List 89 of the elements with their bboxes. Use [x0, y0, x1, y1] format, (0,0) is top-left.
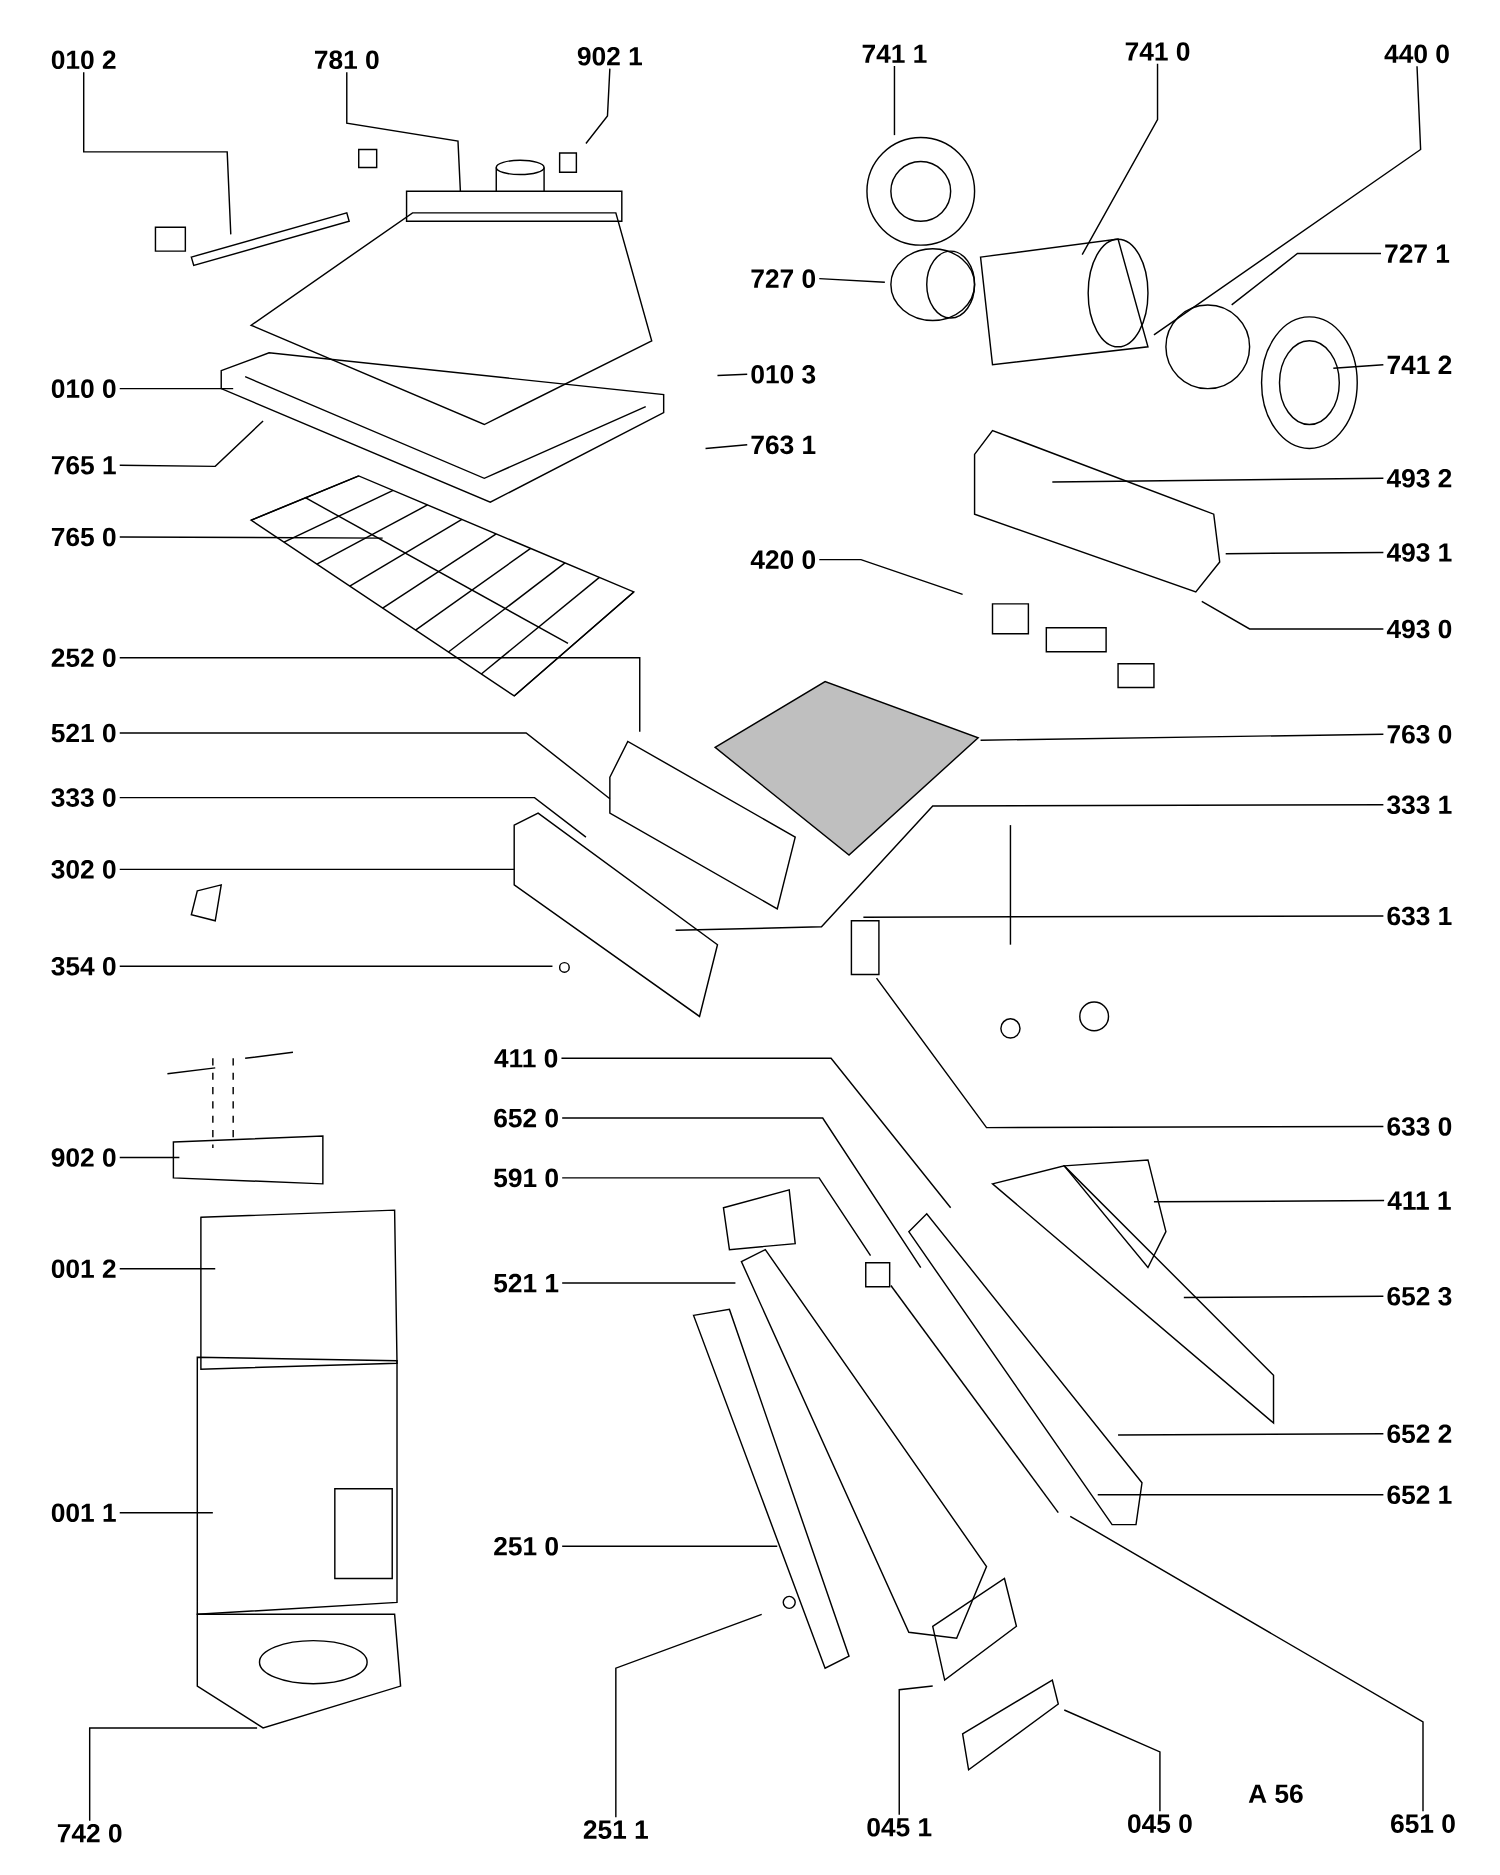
callout-number: 763 1: [751, 435, 816, 455]
leader-line: [119, 657, 641, 733]
leader-line: [561, 1177, 872, 1257]
leader-line: [705, 444, 749, 450]
callout-number: 251 1: [584, 1820, 649, 1839]
callout-number: 652 0: [494, 1108, 559, 1128]
callout-number: 781 0: [315, 50, 379, 70]
drawing-code: A 56: [1249, 1784, 1303, 1803]
leader-line: [119, 1268, 217, 1270]
callout-number: 902 0: [51, 1148, 116, 1167]
callout-number: 727 0: [751, 269, 816, 288]
callout-number: 302 0: [51, 860, 116, 879]
leader-line: [83, 71, 232, 236]
callout-number: 633 0: [1387, 1117, 1452, 1136]
leader-line: [862, 915, 1385, 918]
leader-line: [1063, 1709, 1161, 1812]
leader-line: [615, 1613, 763, 1818]
callout-number: 010 2: [52, 50, 116, 70]
callout-number: 521 0: [51, 723, 116, 743]
leader-line: [1201, 600, 1385, 630]
leader-line: [119, 732, 611, 800]
leader-line: [585, 67, 611, 145]
callout-number: 902 1: [578, 46, 643, 66]
leader-line: [1051, 477, 1385, 483]
leader-line: [119, 796, 587, 838]
callout-number: 765 1: [52, 455, 117, 475]
leader-line: [1332, 364, 1385, 370]
callout-number: 521 1: [494, 1273, 559, 1293]
callout-number: 333 0: [51, 788, 116, 807]
leader-line: [560, 1057, 952, 1209]
leader-line: [1231, 252, 1382, 306]
callout-number: 252 0: [51, 648, 116, 667]
callout-number: 411 0: [494, 1049, 558, 1068]
leader-line: [1225, 551, 1385, 555]
callout-number: 493 1: [1387, 543, 1452, 562]
callout-number: 010 0: [52, 379, 116, 398]
leader-line: [717, 373, 749, 377]
leader-line: [818, 277, 886, 283]
leader-line: [1153, 1199, 1386, 1203]
leader-line: [119, 536, 384, 539]
leader-line: [1183, 1295, 1385, 1299]
leader-line: [561, 1545, 779, 1547]
callout-number: 333 1: [1387, 795, 1452, 815]
leader-line: [119, 1511, 214, 1514]
callout-number: 001 1: [52, 1503, 117, 1522]
callout-number: 652 1: [1387, 1485, 1452, 1505]
leader-line: [675, 804, 1385, 932]
leader-line: [119, 420, 265, 468]
callout-number: 651 0: [1391, 1814, 1456, 1833]
leader-line: [893, 65, 896, 136]
leader-line: [1069, 1515, 1424, 1812]
callout-number: 652 3: [1387, 1286, 1452, 1306]
callout-number: 765 0: [52, 527, 116, 547]
leader-line: [1117, 1433, 1385, 1436]
leader-line: [119, 1156, 181, 1159]
callout-number: 727 1: [1385, 244, 1450, 263]
callout-number: 420 0: [751, 550, 816, 569]
callout-number: 741 0: [1125, 42, 1190, 61]
callout-number: 045 0: [1128, 1814, 1192, 1833]
callout-number: 741 2: [1387, 355, 1452, 374]
leader-line: [980, 733, 1385, 741]
callout-number: 045 1: [867, 1817, 932, 1837]
leader-line: [89, 1727, 259, 1822]
callout-number: 010 3: [751, 365, 816, 384]
leader-line: [561, 1117, 922, 1269]
callout-number: 001 2: [52, 1259, 116, 1279]
callout-number: 493 0: [1387, 619, 1452, 639]
leader-line: [1081, 63, 1159, 256]
leader-line: [1097, 1494, 1385, 1496]
leader-line: [876, 977, 1385, 1129]
leader-line: [898, 1685, 934, 1816]
callout-number: 440 0: [1384, 44, 1450, 64]
leader-line: [346, 71, 462, 193]
callout-number: 763 0: [1387, 724, 1452, 744]
callout-number: 652 2: [1387, 1424, 1452, 1444]
leader-line: [119, 387, 235, 390]
callout-number: 633 1: [1387, 906, 1452, 926]
leader-line: [561, 1282, 737, 1284]
callout-number: 411 1: [1387, 1191, 1452, 1210]
callout-number: 251 0: [494, 1536, 559, 1556]
leader-line: [1153, 65, 1422, 336]
leader-line: [119, 965, 554, 967]
callout-number: 354 0: [51, 956, 116, 976]
leader-line: [818, 558, 964, 596]
callout-number: 742 0: [58, 1823, 122, 1843]
callout-number: 741 1: [862, 44, 927, 63]
callout-number: 591 0: [494, 1168, 559, 1188]
leader-line: [119, 868, 516, 871]
callout-number: 493 2: [1387, 469, 1452, 488]
